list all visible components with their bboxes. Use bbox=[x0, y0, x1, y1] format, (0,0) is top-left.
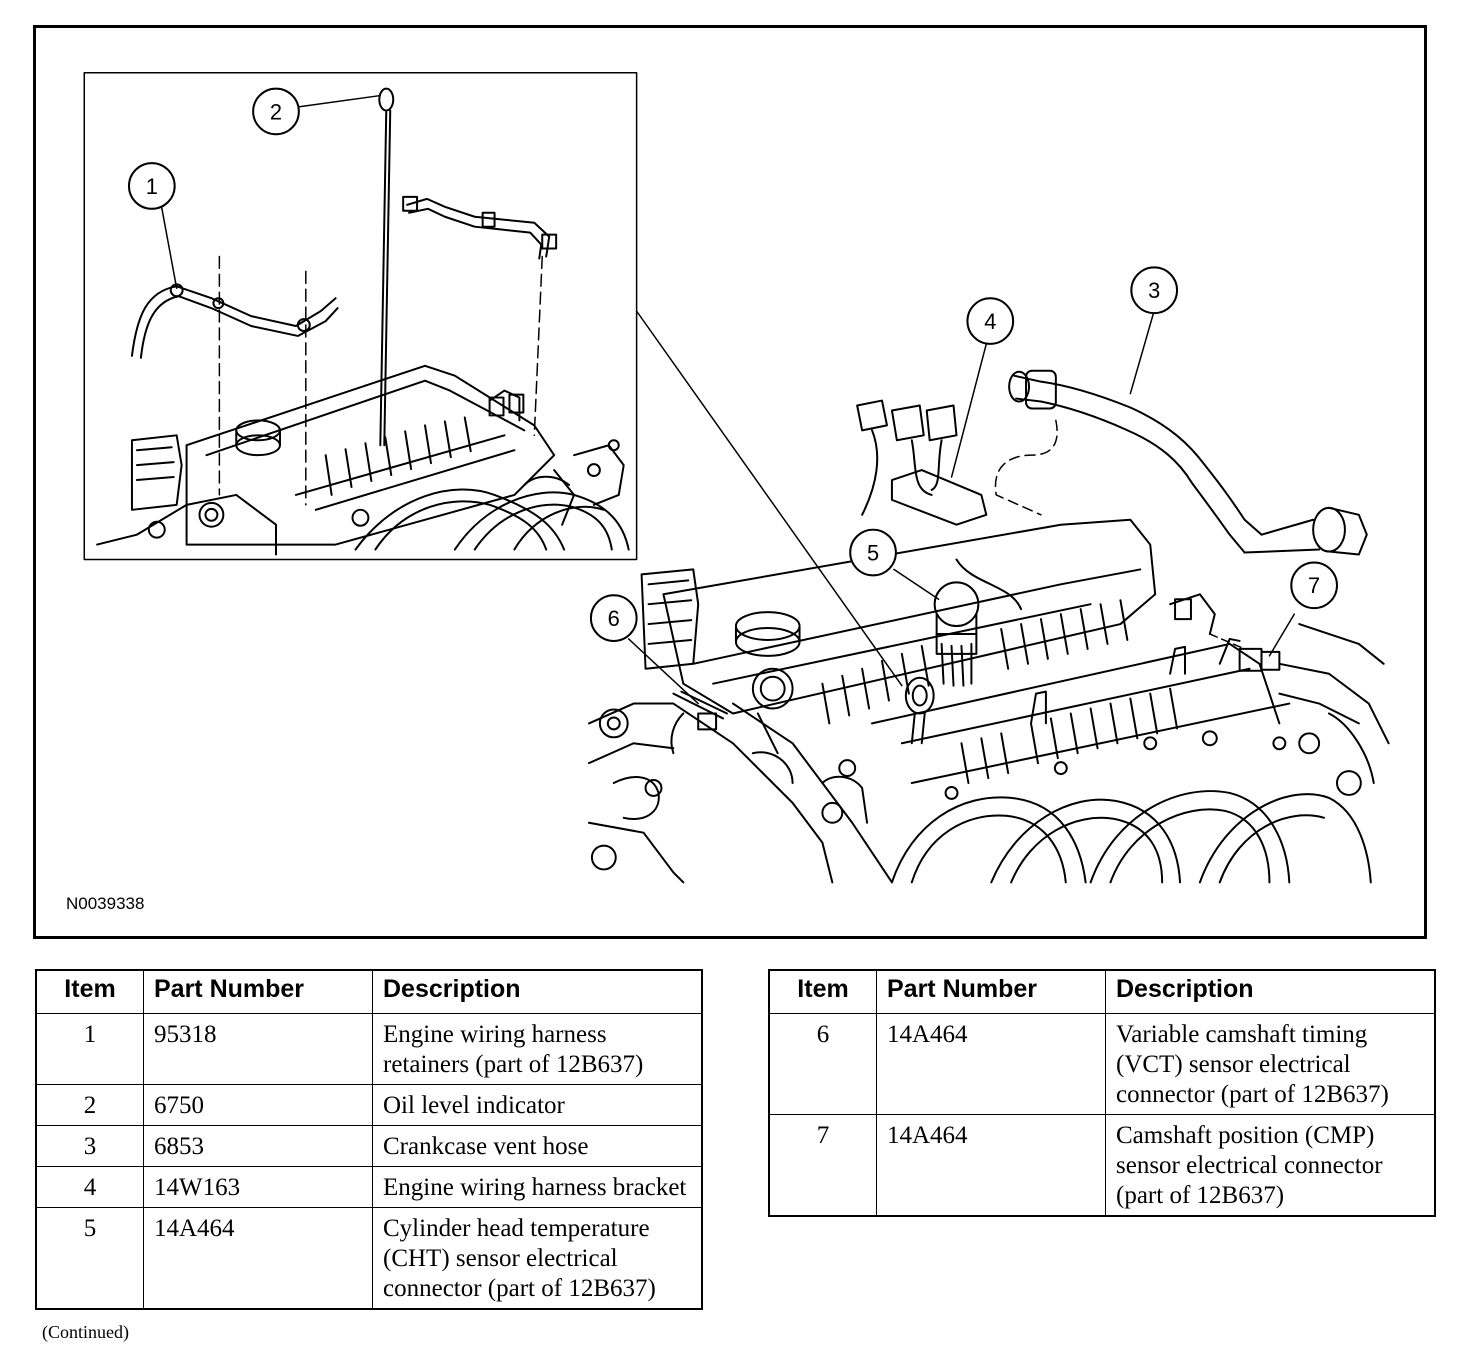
row-part-number: 14A464 bbox=[876, 1013, 1106, 1115]
figure-frame: 1 2 3 4 5 6 7 bbox=[33, 25, 1427, 939]
row-description: Camshaft position (CMP) sensor electrica… bbox=[1105, 1114, 1436, 1217]
row-description: Oil level indicator bbox=[372, 1084, 703, 1126]
row-item: 2 bbox=[35, 1084, 144, 1126]
callout-4: 4 bbox=[966, 297, 1015, 345]
svg-text:3: 3 bbox=[1148, 278, 1160, 303]
callout-2: 2 bbox=[252, 87, 300, 136]
callout-3: 3 bbox=[1130, 266, 1179, 315]
row-item: 3 bbox=[35, 1125, 144, 1167]
table-row: 2 6750 Oil level indicator bbox=[35, 1084, 703, 1126]
header-description: Description bbox=[372, 969, 703, 1014]
table-header-row: Item Part Number Description bbox=[35, 969, 703, 1014]
header-part-number: Part Number bbox=[876, 969, 1106, 1014]
row-description: Engine wiring harness retainers (part of… bbox=[372, 1013, 703, 1085]
svg-text:1: 1 bbox=[146, 174, 158, 199]
table-row: 1 95318 Engine wiring harness retainers … bbox=[35, 1013, 703, 1085]
row-item: 7 bbox=[768, 1114, 877, 1217]
row-part-number: 14A464 bbox=[876, 1114, 1106, 1217]
callout-1: 1 bbox=[127, 162, 176, 210]
svg-text:7: 7 bbox=[1308, 573, 1320, 598]
row-part-number: 6853 bbox=[143, 1125, 373, 1167]
inset-leader bbox=[635, 310, 903, 687]
row-part-number: 6750 bbox=[143, 1084, 373, 1126]
row-item: 4 bbox=[35, 1166, 144, 1208]
parts-table-left: Item Part Number Description 1 95318 Eng… bbox=[35, 969, 703, 1310]
row-description: Variable camshaft timing (VCT) sensor el… bbox=[1105, 1013, 1436, 1115]
row-part-number: 14A464 bbox=[143, 1207, 373, 1310]
row-item: 6 bbox=[768, 1013, 877, 1115]
row-description: Engine wiring harness bracket bbox=[372, 1166, 703, 1208]
svg-text:5: 5 bbox=[867, 540, 879, 565]
engine-diagram: 1 2 3 4 5 6 7 bbox=[83, 71, 1390, 884]
row-description: Cylinder head temperature (CHT) sensor e… bbox=[372, 1207, 703, 1310]
inset-box bbox=[83, 71, 638, 561]
inset-engine-drawing bbox=[96, 87, 630, 556]
callout-5: 5 bbox=[849, 528, 897, 577]
svg-text:6: 6 bbox=[608, 606, 620, 631]
callout-7: 7 bbox=[1290, 561, 1338, 610]
row-part-number: 95318 bbox=[143, 1013, 373, 1085]
row-part-number: 14W163 bbox=[143, 1166, 373, 1208]
header-item: Item bbox=[768, 969, 877, 1014]
table-header-row: Item Part Number Description bbox=[768, 969, 1436, 1014]
table-row: 3 6853 Crankcase vent hose bbox=[35, 1125, 703, 1167]
row-description: Crankcase vent hose bbox=[372, 1125, 703, 1167]
continued-note: (Continued) bbox=[42, 1322, 129, 1342]
svg-text:4: 4 bbox=[984, 309, 996, 334]
parts-table-right: Item Part Number Description 6 14A464 Va… bbox=[768, 969, 1436, 1217]
header-description: Description bbox=[1105, 969, 1436, 1014]
figure-code: N0039338 bbox=[66, 894, 145, 913]
main-engine-drawing bbox=[161, 94, 1390, 884]
table-row: 6 14A464 Variable camshaft timing (VCT) … bbox=[768, 1013, 1436, 1115]
header-part-number: Part Number bbox=[143, 969, 373, 1014]
svg-text:2: 2 bbox=[270, 99, 282, 124]
table-row: 7 14A464 Camshaft position (CMP) sensor … bbox=[768, 1114, 1436, 1217]
table-row: 5 14A464 Cylinder head temperature (CHT)… bbox=[35, 1207, 703, 1310]
row-item: 1 bbox=[35, 1013, 144, 1085]
row-item: 5 bbox=[35, 1207, 144, 1310]
callout-6: 6 bbox=[589, 594, 638, 642]
header-item: Item bbox=[35, 969, 144, 1014]
table-row: 4 14W163 Engine wiring harness bracket bbox=[35, 1166, 703, 1208]
